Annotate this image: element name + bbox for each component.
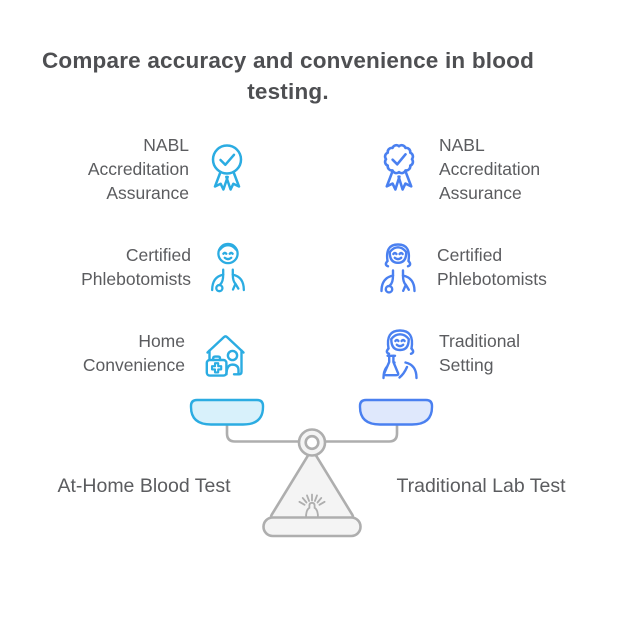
page-title-line2: testing.	[247, 79, 329, 104]
list-item-right-accreditation: NABL Accreditation Assurance	[372, 132, 612, 206]
list-item-right-traditional: Traditional Setting	[372, 316, 612, 390]
male-doctor-icon	[204, 236, 252, 298]
scale-gauge-lamp	[305, 501, 319, 519]
left-scale-pan	[189, 398, 265, 426]
item-label: Certified Phlebotomists	[437, 245, 547, 289]
badge-check-icon	[202, 140, 252, 198]
scale-base	[262, 516, 362, 538]
item-label: Home Convenience	[82, 331, 185, 375]
right-footer-label: Traditional Lab Test	[396, 475, 566, 497]
item-label: NABL Accreditation Assurance	[439, 135, 541, 203]
item-label: NABL Accreditation Assurance	[87, 135, 189, 203]
scale-gauge-rays	[298, 493, 326, 506]
scale-pivot-inner	[304, 434, 320, 451]
female-doctor-icon	[372, 235, 424, 299]
left-footer-label: At-Home Blood Test	[57, 475, 231, 497]
page-title: Compare accuracy and convenience in bloo…	[28, 45, 548, 107]
right-scale-pan	[358, 398, 434, 426]
page-title-line1: Compare accuracy and convenience in bloo…	[41, 48, 535, 73]
home-care-icon	[198, 322, 252, 384]
list-item-left-accreditation: NABL Accreditation Assurance	[40, 132, 252, 206]
balance-scale	[189, 398, 434, 538]
item-label: Traditional Setting	[439, 331, 521, 375]
list-item-left-home: Home Convenience	[40, 316, 252, 390]
scale-body	[269, 451, 355, 520]
list-item-right-phlebotomists: Certified Phlebotomists	[372, 230, 612, 304]
rosette-check-icon	[372, 139, 426, 199]
list-item-left-phlebotomists: Certified Phlebotomists	[40, 230, 252, 304]
item-label: Certified Phlebotomists	[81, 245, 191, 289]
female-scientist-icon	[372, 321, 426, 385]
